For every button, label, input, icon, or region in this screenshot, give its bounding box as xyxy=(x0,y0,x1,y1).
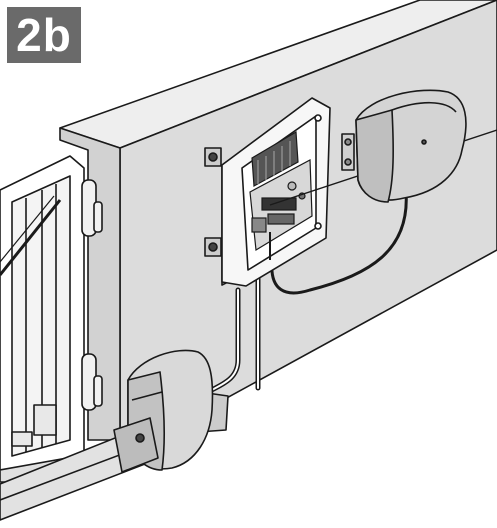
transformer xyxy=(251,130,299,187)
flashing-light xyxy=(341,89,467,203)
gate-motor-actuator xyxy=(0,349,229,521)
gate-hinges xyxy=(81,179,103,411)
step-label: 2b xyxy=(7,7,81,63)
control-board xyxy=(249,130,313,260)
wall-side-face xyxy=(59,127,121,441)
flashing-light-cable xyxy=(270,190,408,295)
terminal-block xyxy=(261,197,297,211)
